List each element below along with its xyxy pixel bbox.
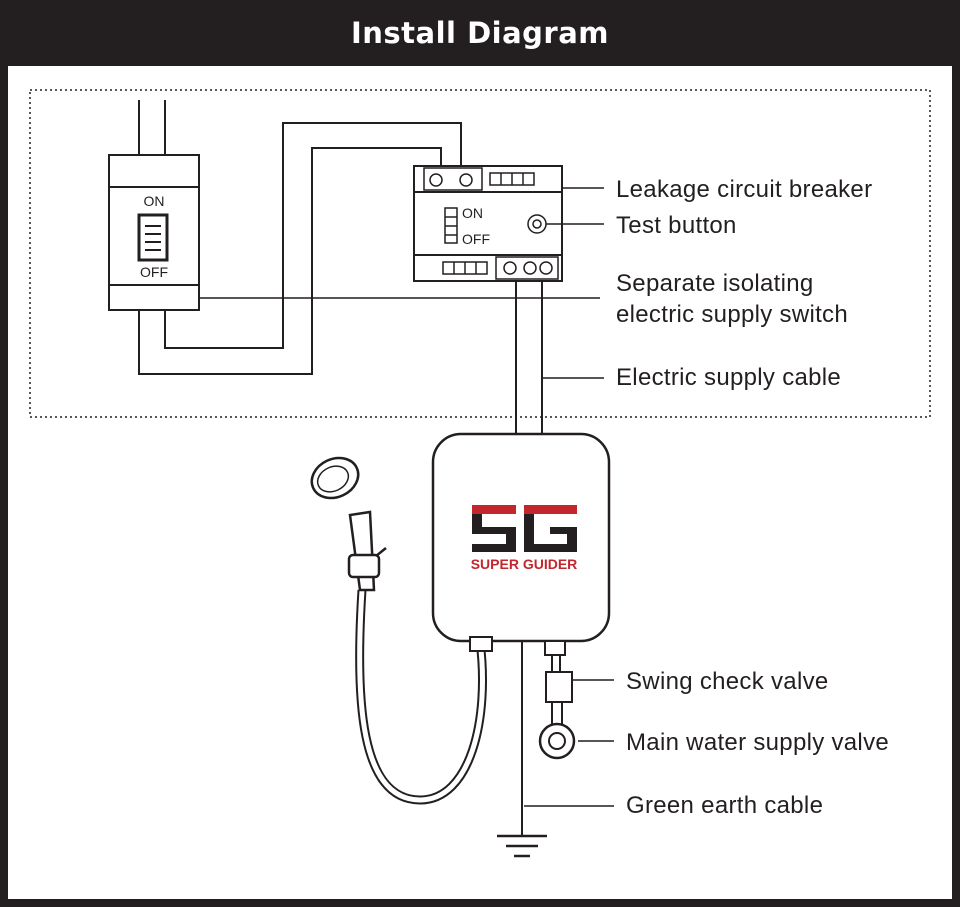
brand-name: SUPER GUIDER	[471, 556, 578, 572]
header-bar: Install Diagram	[0, 0, 960, 66]
breaker-on-label: ON	[462, 205, 483, 221]
earth-ground	[497, 641, 547, 858]
switch-lever-icon	[137, 213, 169, 262]
label-test-button: Test button	[616, 212, 737, 239]
label-isolating-switch-line2: electric supply switch	[616, 301, 848, 328]
breaker-off-label: OFF	[462, 231, 490, 247]
label-isolating-switch-line1: Separate isolating	[616, 270, 814, 297]
main-water-valve-icon	[538, 722, 576, 760]
isolating-switch	[108, 100, 200, 311]
water-inlet	[538, 640, 576, 760]
label-leakage-circuit-breaker: Leakage circuit breaker	[616, 176, 872, 203]
electric-supply-cable	[515, 281, 543, 434]
electrical-enclosure-outline	[29, 89, 931, 418]
supply-wiring	[138, 122, 600, 375]
label-electric-supply-cable: Electric supply cable	[616, 364, 841, 391]
label-swing-check-valve: Swing check valve	[626, 668, 829, 695]
shower-head-icon	[310, 456, 387, 592]
water-heater-unit	[431, 432, 611, 643]
leakage-circuit-breaker	[413, 165, 563, 282]
label-green-earth-cable: Green earth cable	[626, 792, 823, 819]
super-guider-logo	[472, 505, 577, 552]
page-title: Install Diagram	[350, 16, 610, 50]
switch-off-label: OFF	[140, 264, 168, 280]
leader-lines	[524, 187, 614, 807]
label-main-water-supply-valve: Main water supply valve	[626, 729, 889, 756]
swing-check-valve-icon	[545, 671, 573, 703]
switch-on-label: ON	[144, 193, 165, 209]
shower-hose	[355, 589, 493, 805]
